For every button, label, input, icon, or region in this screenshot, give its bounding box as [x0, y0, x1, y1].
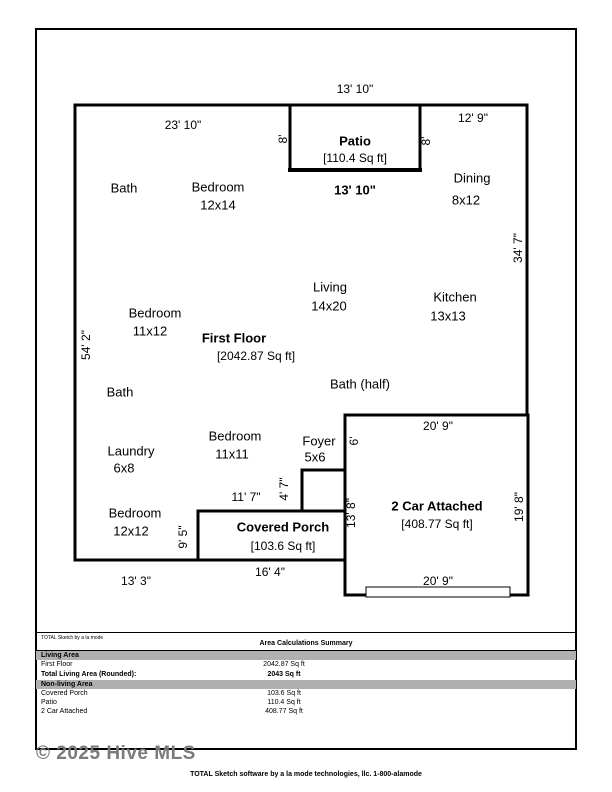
- sheet-border: [35, 28, 577, 750]
- patio-value: 110.4 Sq ft: [267, 699, 301, 706]
- first-floor-label: First Floor: [41, 661, 73, 668]
- dim-garage-bottom: 20' 9": [423, 574, 453, 588]
- dim-right-side: 34' 7": [511, 233, 525, 263]
- room-label-garage: 2 Car Attached: [391, 498, 483, 514]
- dim-below-patio: 13' 10": [334, 182, 376, 198]
- house-outline: [73, 103, 529, 562]
- room-area-patio: [110.4 Sq ft]: [323, 151, 387, 165]
- living-area-header: Living Area: [41, 652, 79, 659]
- table-title: Area Calculations Summary: [259, 640, 353, 647]
- covered-porch-outline: [196, 509, 347, 562]
- total-living-value: 2043 Sq ft: [267, 671, 301, 678]
- room-size-bedroom-12x12: 12x12: [113, 523, 149, 539]
- sketch-branding: TOTAL Sketch by a la mode: [41, 635, 104, 641]
- room-label-bath-top: Bath: [110, 180, 138, 196]
- floor-title: First Floor: [201, 330, 267, 346]
- dim-top-left: 23' 10": [164, 118, 202, 132]
- table-title-line: [36, 650, 576, 651]
- room-label-dining: Dining: [453, 170, 491, 186]
- room-label-living: Living: [313, 279, 347, 295]
- garage-value: 408.77 Sq ft: [265, 708, 303, 715]
- dim-foyer-step: 4' 7": [277, 477, 291, 501]
- dim-patio-top: 13' 10": [336, 82, 374, 96]
- room-size-laundry: 6x8: [113, 460, 135, 476]
- room-label-patio: Patio: [339, 133, 371, 149]
- room-size-kitchen: 13x13: [430, 308, 466, 324]
- dim-bottom-left: 13' 3": [121, 574, 151, 588]
- table-section-nonliving: Non-living Area: [36, 680, 576, 689]
- garage-door: [365, 586, 511, 598]
- garage-label: 2 Car Attached: [41, 708, 88, 715]
- dim-porch-top: 11' 7": [231, 490, 261, 504]
- room-label-covered-porch: Covered Porch: [236, 519, 330, 535]
- dim-patio-left: 8': [276, 134, 290, 144]
- table-top-line: [36, 632, 576, 633]
- room-label-bedroom-11x11: Bedroom: [208, 428, 262, 444]
- room-label-laundry: Laundry: [107, 443, 155, 459]
- room-label-bedroom-12x14: Bedroom: [191, 179, 245, 195]
- dim-garage-left-upper: 6': [347, 436, 361, 446]
- table-row-total: Total Living Area (Rounded): 2043 Sq ft: [36, 670, 576, 679]
- dim-garage-left-lower: 13' 8": [344, 498, 358, 528]
- software-credit: TOTAL Sketch software by a la mode techn…: [190, 771, 422, 778]
- covered-porch-value: 103.6 Sq ft: [267, 690, 301, 697]
- room-size-bedroom-11x12: 11x12: [132, 323, 168, 339]
- dim-porch-bottom: 16' 4": [255, 565, 285, 579]
- room-area-garage: [408.77 Sq ft]: [401, 517, 473, 531]
- table-row-covered-porch: Covered Porch 103.6 Sq ft: [36, 689, 576, 698]
- dim-patio-right: 8': [419, 136, 433, 146]
- table-row-garage: 2 Car Attached 408.77 Sq ft: [36, 707, 576, 716]
- dim-porch-left: 9' 5": [176, 525, 190, 549]
- floor-area: [2042.87 Sq ft]: [216, 349, 296, 363]
- room-size-dining: 8x12: [451, 192, 481, 208]
- dim-garage-right: 19' 8": [512, 492, 526, 522]
- room-size-bedroom-12x14: 12x14: [200, 197, 236, 213]
- room-area-covered-porch: [103.6 Sq ft]: [250, 539, 316, 553]
- patio-label: Patio: [41, 699, 57, 706]
- room-label-bath-half: Bath (half): [330, 376, 390, 392]
- table-row-patio: Patio 110.4 Sq ft: [36, 698, 576, 707]
- nonliving-area-header: Non-living Area: [41, 681, 93, 688]
- room-size-living: 14x20: [311, 298, 347, 314]
- dim-garage-top: 20' 9": [423, 419, 453, 433]
- dim-top-right: 12' 9": [458, 111, 488, 125]
- room-label-bath-mid: Bath: [106, 384, 134, 400]
- total-living-label: Total Living Area (Rounded):: [41, 671, 137, 678]
- first-floor-value: 2042.87 Sq ft: [263, 661, 305, 668]
- dim-left-side: 54' 2": [79, 330, 93, 360]
- table-section-living: Living Area: [36, 651, 576, 660]
- room-label-bedroom-12x12: Bedroom: [108, 505, 162, 521]
- room-label-kitchen: Kitchen: [433, 289, 477, 305]
- room-label-foyer: Foyer: [302, 433, 336, 449]
- room-label-bedroom-11x12: Bedroom: [128, 305, 182, 321]
- room-size-foyer: 5x6: [304, 449, 326, 465]
- mls-watermark: © 2025 Hive MLS: [36, 743, 196, 764]
- room-size-bedroom-11x11: 11x11: [215, 446, 249, 462]
- covered-porch-label: Covered Porch: [41, 690, 88, 697]
- table-row-first-floor: First Floor 2042.87 Sq ft: [36, 660, 576, 669]
